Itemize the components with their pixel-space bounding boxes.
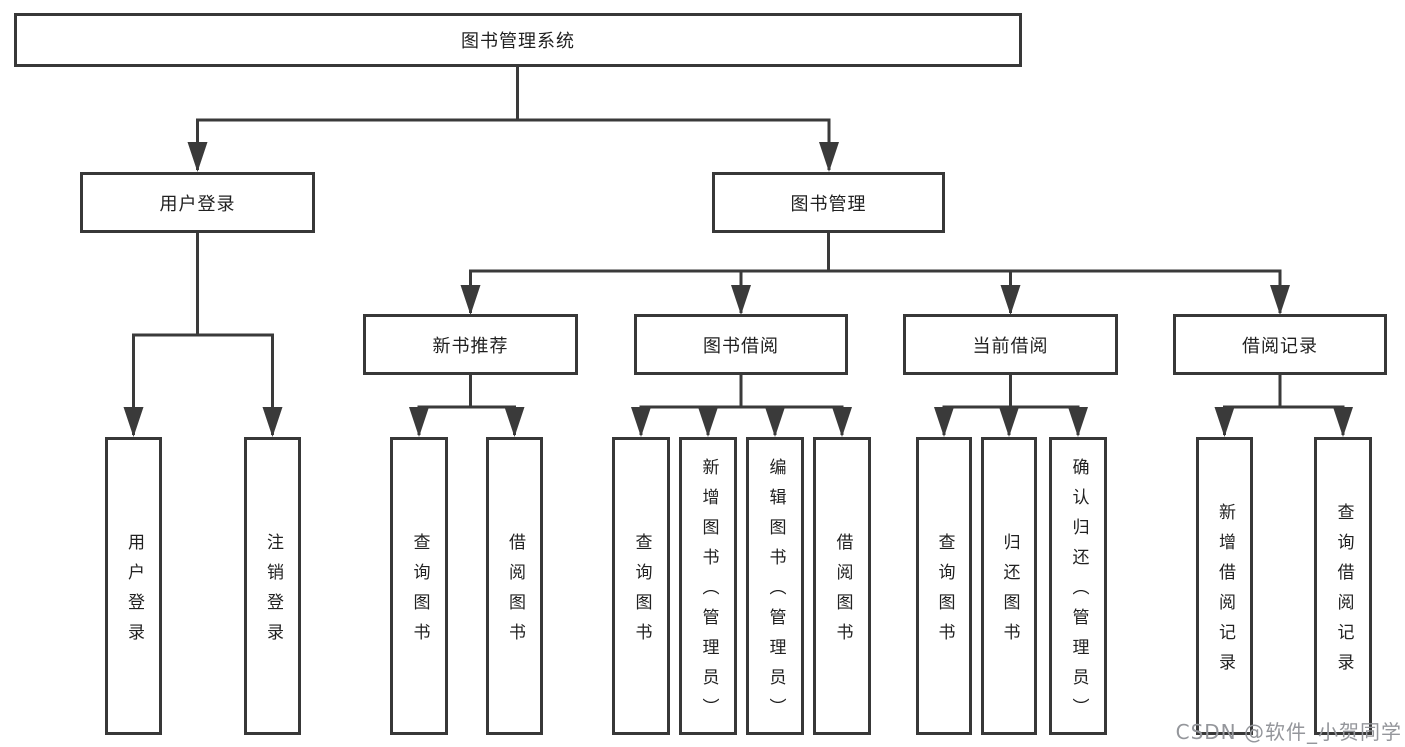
connector-root-to-level2 <box>196 67 831 170</box>
node-confirm-return-admin: 确认归还（管理员） <box>1049 437 1107 735</box>
node-user-login: 用户登录 <box>80 172 315 233</box>
csdn-watermark: CSDN @软件_小贺同学 <box>1175 720 1402 744</box>
node-current-borrowing: 当前借阅 <box>903 314 1118 375</box>
node-return-books-label: 归还图书 <box>999 532 1020 653</box>
node-library-management-system: 图书管理系统 <box>14 13 1022 67</box>
node-borrowing-records: 借阅记录 <box>1173 314 1387 375</box>
node-return-books: 归还图书 <box>981 437 1037 735</box>
node-edit-books-admin: 编辑图书（管理员） <box>746 437 804 735</box>
node-query-books-newbook: 查询图书 <box>390 437 448 735</box>
node-user-login-leaf: 用户登录 <box>105 437 162 735</box>
node-query-books-current: 查询图书 <box>916 437 972 735</box>
node-borrow-books-leaf: 借阅图书 <box>813 437 871 735</box>
node-borrow-books-newbook-label: 借阅图书 <box>505 532 525 653</box>
node-logout-leaf: 注销登录 <box>244 437 301 735</box>
connector-records-to-leaves <box>1223 375 1345 435</box>
connector-book-management-to-level3 <box>469 233 1282 313</box>
node-new-book-recommendation: 新书推荐 <box>363 314 578 375</box>
node-add-books-admin: 新增图书（管理员） <box>679 437 737 735</box>
node-query-books-newbook-label: 查询图书 <box>409 532 430 653</box>
connector-new-book-to-leaves <box>417 375 516 435</box>
node-confirm-return-admin-label: 确认归还（管理员） <box>1068 457 1089 728</box>
node-query-borrow-record-label: 查询借阅记录 <box>1333 502 1354 683</box>
arrow-heads <box>123 142 1353 437</box>
node-edit-books-admin-label: 编辑图书（管理员） <box>765 457 786 728</box>
connector-borrow-to-leaves <box>639 375 844 435</box>
node-query-borrow-record: 查询借阅记录 <box>1314 437 1372 735</box>
node-query-books-borrow-label: 查询图书 <box>631 532 652 653</box>
node-add-books-admin-label: 新增图书（管理员） <box>698 457 719 728</box>
node-user-login-leaf-label: 用户登录 <box>124 532 144 653</box>
node-query-books-current-label: 查询图书 <box>934 532 955 653</box>
node-logout-leaf-label: 注销登录 <box>263 532 283 653</box>
node-book-management: 图书管理 <box>712 172 945 233</box>
node-add-borrow-record: 新增借阅记录 <box>1196 437 1253 735</box>
node-borrow-books-leaf-label: 借阅图书 <box>832 532 853 653</box>
node-query-books-borrow: 查询图书 <box>612 437 670 735</box>
node-book-borrowing: 图书借阅 <box>634 314 848 375</box>
node-add-borrow-record-label: 新增借阅记录 <box>1215 502 1235 683</box>
node-borrow-books-newbook: 借阅图书 <box>486 437 543 735</box>
connector-user-login-to-leaves <box>132 233 274 435</box>
